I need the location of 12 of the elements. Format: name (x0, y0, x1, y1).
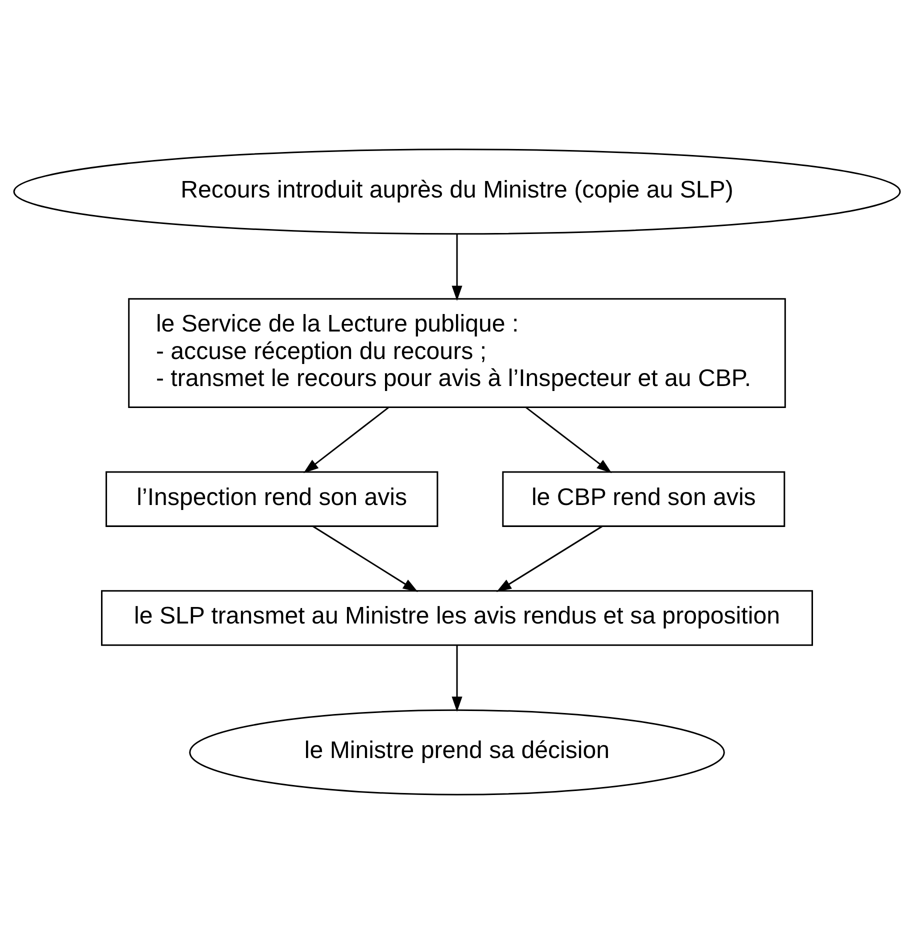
node-box: le SLP transmet au Ministre les avis rendus et sa proposition (101, 590, 813, 646)
arrow (496, 526, 603, 592)
arrow (526, 406, 612, 474)
node-box: le CBP rend son avis (502, 471, 786, 527)
arrow (452, 234, 462, 301)
node-box: le Service de la Lecture publique : - accuse réception du recours ; - transmet le recours pour avis à l’Inspecteur et au CBP. (128, 298, 786, 408)
arrow (312, 526, 418, 592)
arrow (303, 406, 390, 474)
node-box: l’Inspection rend son avis (106, 471, 438, 527)
node-ellipse: Recours introduit auprès du Ministre (copie au SLP) (13, 148, 901, 235)
node-ellipse: le Ministre prend sa décision (189, 709, 725, 796)
arrow (452, 645, 462, 712)
